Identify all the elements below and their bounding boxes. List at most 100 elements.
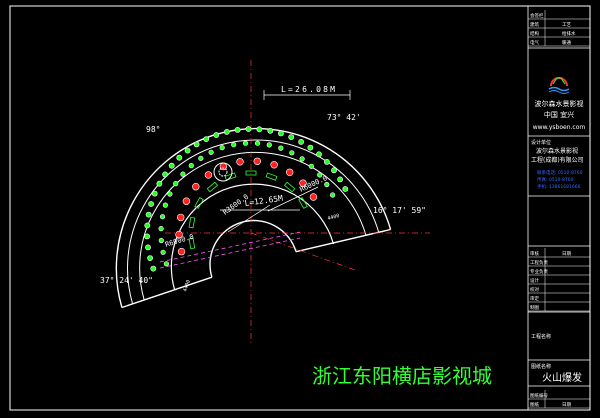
light-fixture (175, 230, 183, 239)
nozzle (317, 172, 323, 178)
header-label: 电气 (530, 39, 539, 46)
outer-arc-2 (127, 139, 380, 305)
pump-box (188, 216, 196, 229)
footer-value: 日期 (562, 402, 571, 408)
nozzle (173, 181, 179, 187)
center-lines (165, 60, 430, 345)
light-fixture (309, 193, 318, 201)
end-cap-left (121, 276, 213, 309)
design-unit-label: 设计单位 (531, 139, 551, 146)
light-fixture (299, 179, 307, 187)
light-fixture (182, 197, 191, 205)
header-value: 工艺 (562, 22, 571, 28)
nozzle (148, 201, 154, 207)
nozzle (208, 149, 214, 155)
title-block-header: 会签栏建筑工艺结构给排水电气暖通 (528, 10, 590, 47)
nozzle (150, 265, 157, 272)
pump-box (283, 181, 296, 193)
nozzle (307, 144, 314, 151)
nozzle (254, 140, 261, 146)
nozzle (331, 167, 337, 174)
company-website: www.ysboen.com (533, 124, 586, 131)
nozzle (242, 140, 249, 146)
drawing-frame (9, 5, 591, 411)
light-fixture (177, 213, 185, 222)
nozzle (267, 127, 274, 134)
angle-bottom-left: 37° 24' 40" (100, 276, 153, 285)
light-fixture (204, 171, 213, 179)
nozzle (342, 186, 349, 192)
design-company-2: 工程(成都)有限公司 (531, 156, 584, 164)
nozzle (316, 151, 322, 158)
nozzle (337, 176, 343, 183)
pump-box (206, 181, 219, 193)
header-value: 给排水 (562, 30, 576, 37)
footer-label: 图纸 (530, 401, 539, 408)
dim-arc-length-outer: L=26.08M (281, 85, 335, 94)
approval-label: 审定 (530, 295, 539, 302)
contact-line-2: 传真: 0510-8760 (537, 176, 574, 183)
dim-width-left: 4400 (182, 279, 192, 292)
nozzle (176, 154, 183, 161)
nozzle (308, 163, 315, 169)
nozzle (277, 130, 284, 137)
header-label: 建筑 (530, 21, 539, 28)
nozzle (278, 145, 284, 151)
inner-arc-1 (170, 183, 335, 290)
pump-box (265, 172, 278, 181)
light-fixture (177, 247, 186, 256)
project-name-label: 工程名称 (531, 333, 551, 340)
angle-right: 16° 17' 59" (373, 206, 426, 215)
nozzle (203, 136, 210, 142)
light-fixture (236, 158, 244, 166)
nozzle (198, 155, 204, 161)
nozzle (223, 128, 230, 135)
nozzle (184, 147, 191, 154)
nozzle (145, 244, 151, 251)
nozzle (162, 171, 168, 178)
nozzle (147, 255, 153, 261)
approval-value: 日期 (562, 251, 571, 257)
nozzle (144, 222, 151, 229)
light-fixture (286, 168, 294, 177)
company-country: 中国 宜兴 (544, 110, 574, 119)
design-company-1: 波尔森水景影视 (536, 147, 578, 155)
nozzle (159, 214, 166, 220)
contact-line-3: 手机: 13861681666 (537, 183, 581, 190)
nozzle (180, 171, 186, 177)
pump-fixtures (188, 170, 308, 250)
magenta-leader (159, 231, 301, 269)
approval-label: 专业负责 (530, 268, 548, 275)
nozzle (298, 138, 304, 145)
nozzle (323, 158, 330, 165)
pump-box (298, 197, 308, 209)
nozzle (156, 180, 163, 187)
nozzle (288, 134, 295, 140)
nozzle (330, 192, 336, 198)
approval-label: 制图 (530, 304, 539, 311)
drawing-name-label: 图纸名称 (531, 363, 551, 370)
approval-label: 审核 (530, 250, 539, 257)
nozzle (324, 181, 330, 188)
company-name-logo: 波尔森水景影视 (535, 99, 584, 108)
nozzle (167, 191, 173, 197)
approval-label: 设计 (530, 277, 539, 284)
nozzle (158, 226, 164, 232)
outer-arc-3 (139, 151, 367, 301)
bottom-title: 浙江东阳横店影视城 (312, 364, 492, 388)
dim-arc-length-inner: L=12.65M (244, 194, 284, 208)
nozzle (245, 126, 252, 132)
nozzle (160, 249, 166, 255)
nozzle (144, 233, 150, 240)
title-block-approvals: 审核日期工程负责专业负责设计校对审定制图 (528, 248, 590, 312)
nozzle (151, 190, 158, 197)
light-fixture (253, 157, 261, 166)
nozzle (158, 237, 164, 244)
nozzle (193, 141, 200, 148)
nozzle (145, 211, 152, 218)
nozzle (266, 142, 272, 148)
title-block-footer: 图纸编号图纸日期 (528, 390, 590, 409)
approval-label: 校对 (530, 286, 539, 293)
nozzle (289, 150, 295, 156)
